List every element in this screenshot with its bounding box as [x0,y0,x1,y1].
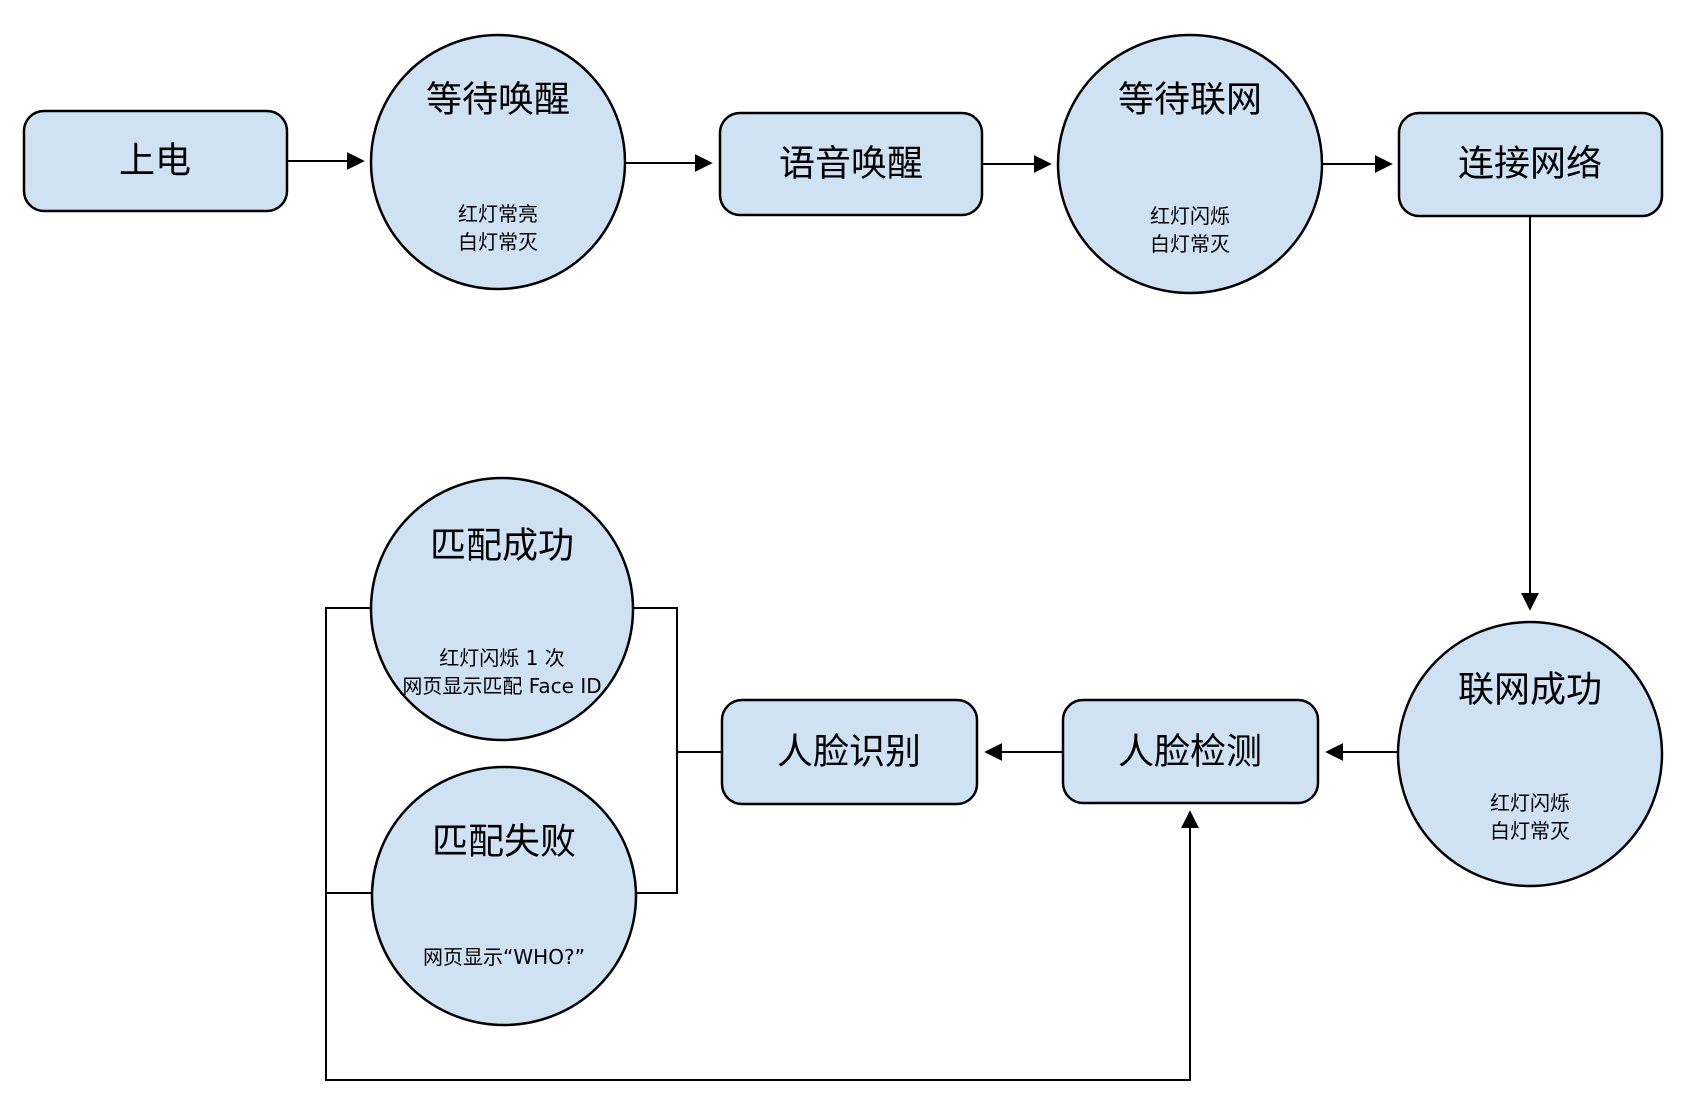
connector-face-recognize-to-match-results [633,607,722,894]
node-wait-wake-sub2: 白灯常灭 [458,230,538,254]
node-network-success: 联网成功 红灯闪烁 白灯常灭 [1396,620,1664,888]
node-match-success-sub1: 红灯闪烁 1 次 [439,646,564,670]
node-network-success-shape [1396,620,1664,888]
node-connect-network-shape [1397,111,1664,218]
node-match-fail-title: 匹配失败 [432,822,576,863]
node-match-success-sub2: 网页显示匹配 Face ID [402,674,601,698]
node-voice-wake-label: 语音唤醒 [779,144,923,185]
node-network-success-title: 联网成功 [1458,670,1602,711]
node-match-fail: 匹配失败 网页显示“WHO?” [370,765,638,1027]
node-voice-wake: 语音唤醒 [718,111,984,217]
node-face-recognize-label: 人脸识别 [777,732,921,773]
node-voice-wake-shape [718,111,984,217]
node-face-detect-label: 人脸检测 [1118,732,1262,773]
node-face-recognize: 人脸识别 [720,698,979,806]
node-network-success-sub1: 红灯闪烁 [1490,791,1570,815]
node-wait-network-title: 等待联网 [1118,80,1262,121]
node-wait-wake-sub1: 红灯常亮 [458,202,538,226]
node-face-detect-shape [1061,698,1320,805]
node-power-on: 上电 [22,109,289,213]
node-face-detect: 人脸检测 [1061,698,1320,805]
node-match-success-shape [369,476,635,742]
node-wait-wake-title: 等待唤醒 [426,80,570,121]
node-power-on-shape [22,109,289,213]
node-match-fail-shape [370,765,638,1027]
node-wait-wake-shape [369,33,627,291]
node-match-fail-sub1: 网页显示“WHO?” [423,945,585,969]
node-wait-network: 等待联网 红灯闪烁 白灯常灭 [1056,33,1324,295]
node-face-recognize-shape [720,698,979,806]
node-network-success-sub2: 白灯常灭 [1490,819,1570,843]
node-connect-network-label: 连接网络 [1458,144,1602,185]
node-wait-network-shape [1056,33,1324,295]
connector-loop-back-to-face-detect [325,607,1199,1081]
node-match-success-title: 匹配成功 [430,526,574,567]
node-wait-wake: 等待唤醒 红灯常亮 白灯常灭 [369,33,627,291]
node-connect-network: 连接网络 [1397,111,1664,218]
node-wait-network-sub1: 红灯闪烁 [1150,204,1230,228]
node-match-success: 匹配成功 红灯闪烁 1 次 网页显示匹配 Face ID [369,476,635,742]
node-wait-network-sub2: 白灯常灭 [1150,232,1230,256]
node-power-on-label: 上电 [119,141,191,182]
